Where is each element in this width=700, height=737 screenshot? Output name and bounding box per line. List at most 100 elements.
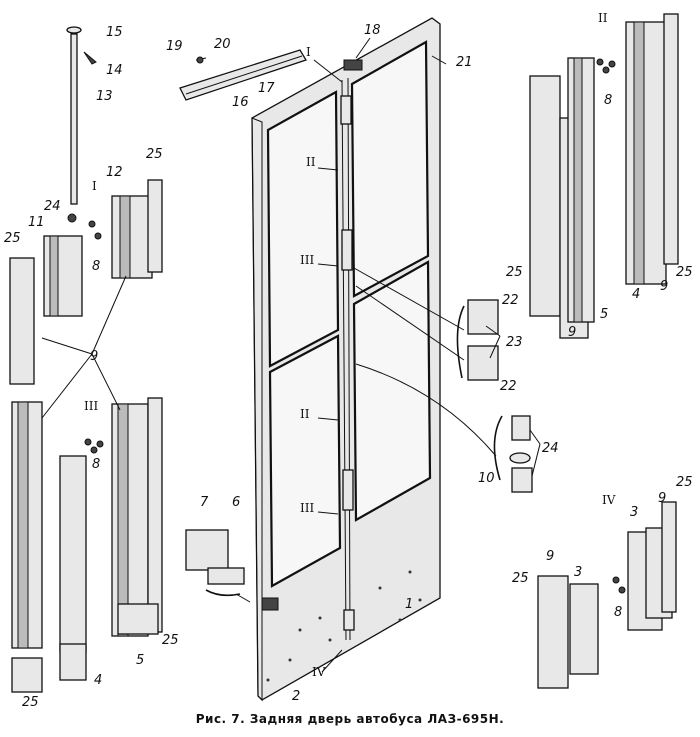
callout-9d: 9 xyxy=(546,549,554,564)
callout-1: 1 xyxy=(405,597,413,612)
callout-3a: 3 xyxy=(574,565,582,580)
leader-9-left xyxy=(41,275,127,419)
callout-25a: 25 xyxy=(146,147,163,162)
rod-13 xyxy=(70,33,78,205)
callout-13: 13 xyxy=(96,89,113,104)
bushing-24-lower xyxy=(511,467,533,493)
door-window-lower-left xyxy=(268,334,342,588)
callout-9b: 9 xyxy=(568,325,576,340)
door-window-upper-right xyxy=(350,40,430,298)
callout-25d: 25 xyxy=(22,695,39,710)
pin-14 xyxy=(83,51,97,65)
strip-20 xyxy=(179,49,307,101)
callout-7: 7 xyxy=(200,495,209,510)
profile-25-right xyxy=(529,75,561,317)
callout-2: 2 xyxy=(292,689,300,704)
profile-25-left xyxy=(9,257,35,385)
group-label-III: III xyxy=(84,399,98,413)
callout-4b: 4 xyxy=(632,287,640,302)
bushing-24-upper xyxy=(511,415,531,441)
callout-22b: 22 xyxy=(500,379,517,394)
bushings-24-10 xyxy=(493,415,541,493)
callout-labels: 1 2 3 3 4 4 5 5 6 7 8 8 8 8 9 9 9 9 9 10… xyxy=(4,23,693,710)
profile-25-far-right xyxy=(663,13,679,265)
profile-5-left xyxy=(111,403,149,637)
callout-19: 19 xyxy=(166,39,183,54)
nut-24 xyxy=(67,213,77,223)
callout-8d: 8 xyxy=(614,605,622,620)
callout-14: 14 xyxy=(106,63,123,78)
group-label-IV: IV xyxy=(602,493,616,507)
callout-25h: 25 xyxy=(676,475,693,490)
group-IV-profiles xyxy=(537,501,677,689)
clips-22-23 xyxy=(456,299,501,381)
washer-15 xyxy=(66,26,82,34)
callout-20: 20 xyxy=(214,37,231,52)
section-door-III-bottom: III xyxy=(300,501,314,515)
group-II-profiles xyxy=(529,13,679,339)
callout-17: 17 xyxy=(258,81,275,96)
figure-caption: Рис. 7. Задняя дверь автобуса ЛАЗ-695Н. xyxy=(195,712,505,726)
profile-25-top xyxy=(147,179,163,273)
callout-25g: 25 xyxy=(512,571,529,586)
callout-10: 10 xyxy=(478,471,495,486)
callout-9a: 9 xyxy=(90,349,98,364)
callout-25e: 25 xyxy=(506,265,523,280)
group-label-I: I xyxy=(92,179,97,193)
group-III-profiles xyxy=(11,397,163,693)
profile-12 xyxy=(111,195,153,279)
section-door-I: I xyxy=(306,45,311,59)
leader-section-II xyxy=(355,363,497,457)
callout-3b: 3 xyxy=(630,505,638,520)
rod-assembly xyxy=(66,26,97,205)
callout-16: 16 xyxy=(232,95,249,110)
profile-4-left xyxy=(59,455,87,653)
callout-9e: 9 xyxy=(658,491,666,506)
callout-8a: 8 xyxy=(92,259,100,274)
callout-15: 15 xyxy=(106,25,123,40)
callout-8c: 8 xyxy=(604,93,612,108)
plate-7 xyxy=(185,529,229,571)
callout-24b: 24 xyxy=(542,441,559,456)
clip-22-upper xyxy=(467,299,499,335)
callout-23: 23 xyxy=(506,335,523,350)
callout-9c: 9 xyxy=(660,279,668,294)
door-window-upper-left xyxy=(266,90,340,368)
callout-8b: 8 xyxy=(92,457,100,472)
plate-6 xyxy=(207,567,245,585)
section-door-IV: IV xyxy=(312,665,326,679)
washer-10 xyxy=(509,452,531,464)
callout-6: 6 xyxy=(232,495,240,510)
profile-3-left xyxy=(569,583,599,675)
callout-25c: 25 xyxy=(162,633,179,648)
leader-section-III xyxy=(353,267,465,361)
top-hinge-18 xyxy=(343,59,363,71)
profile-25-bottom-left xyxy=(11,657,43,693)
plates-6-7 xyxy=(185,529,251,603)
profile-25-bottom-far xyxy=(661,501,677,613)
callout-18: 18 xyxy=(364,23,381,38)
section-door-II-bottom: II xyxy=(300,407,310,421)
door-window-lower-right xyxy=(352,260,432,522)
profile-25-bottom-right xyxy=(537,575,569,689)
callout-24a: 24 xyxy=(44,199,61,214)
section-marks: I II III II III IV I II III IV xyxy=(84,11,616,679)
callout-25b: 25 xyxy=(4,231,21,246)
callout-5b: 5 xyxy=(600,307,608,322)
callout-4a: 4 xyxy=(94,673,102,688)
door-panel xyxy=(251,17,441,702)
group-label-II: II xyxy=(598,11,608,25)
group-I-profiles xyxy=(9,179,163,385)
callout-22a: 22 xyxy=(502,293,519,308)
profile-4-right xyxy=(625,21,667,285)
section-door-III-top: III xyxy=(300,253,314,267)
door-leaders xyxy=(313,37,447,673)
door-rivets xyxy=(266,570,422,682)
callout-12: 12 xyxy=(106,165,123,180)
callout-11: 11 xyxy=(28,215,45,230)
callout-5a: 5 xyxy=(136,653,144,668)
section-door-II-top: II xyxy=(306,155,316,169)
latch-plate xyxy=(261,597,279,611)
profile-25-mid xyxy=(147,397,163,633)
